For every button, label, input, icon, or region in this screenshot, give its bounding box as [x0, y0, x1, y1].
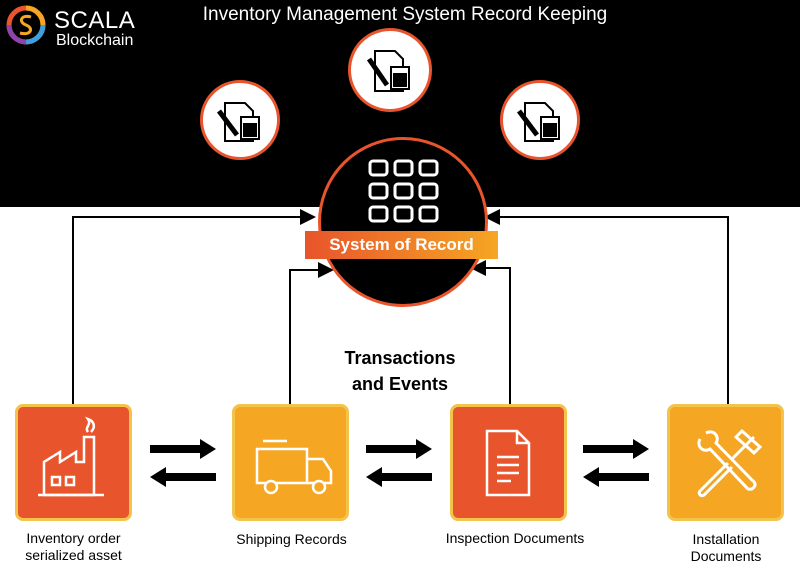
connector-shipping	[289, 262, 334, 404]
logo-title: SCALA	[54, 7, 136, 34]
document-icon	[485, 429, 531, 497]
exchange-arrows-3	[583, 439, 649, 487]
node-label-line1: Shipping Records	[236, 531, 347, 547]
node-label-line2: serialized asset	[25, 547, 122, 563]
node-installation	[667, 404, 784, 521]
node-label-inventory: Inventory order serialized asset	[0, 530, 147, 564]
connector-inspection	[470, 260, 511, 404]
logo-subtitle: Blockchain	[56, 32, 134, 49]
system-of-record-circle	[318, 137, 488, 307]
truck-icon	[255, 439, 333, 495]
exchange-arrows-1	[150, 439, 216, 487]
grid-icon	[368, 159, 439, 223]
node-label-line1: Installation	[692, 531, 760, 547]
middle-text-line2: and Events	[351, 374, 449, 394]
scala-logo: SCALA Blockchain	[6, 5, 156, 49]
node-label-line1: Inventory order	[26, 530, 121, 546]
node-label-line1: Inspection Documents	[445, 530, 585, 546]
transactions-events-text: Transactions and Events	[310, 345, 490, 397]
exchange-arrows-2	[366, 439, 432, 487]
document-calculator-icon	[217, 102, 260, 142]
document-calculator-circle-right	[500, 80, 580, 160]
factory-icon	[38, 416, 104, 497]
document-calculator-icon	[517, 102, 560, 142]
logo-icon	[6, 5, 46, 45]
node-label-line2: Documents	[690, 548, 762, 564]
middle-text-line1: Transactions	[344, 348, 456, 368]
node-inspection	[450, 404, 567, 521]
document-calculator-circle-center	[348, 28, 432, 112]
node-label-shipping: Shipping Records	[215, 531, 368, 548]
node-label-inspection: Inspection Documents	[420, 530, 610, 547]
node-inventory	[15, 404, 132, 521]
document-calculator-circle-left	[200, 80, 280, 160]
system-of-record-label: System of Record	[305, 231, 498, 259]
document-calculator-icon	[366, 50, 410, 92]
page-title: Inventory Management System Record Keepi…	[202, 4, 608, 25]
wrench-hammer-icon	[697, 428, 763, 497]
connector-inventory	[72, 209, 316, 404]
node-shipping	[232, 404, 349, 521]
connector-installation	[484, 209, 729, 404]
node-label-installation: Installation Documents	[660, 531, 792, 565]
